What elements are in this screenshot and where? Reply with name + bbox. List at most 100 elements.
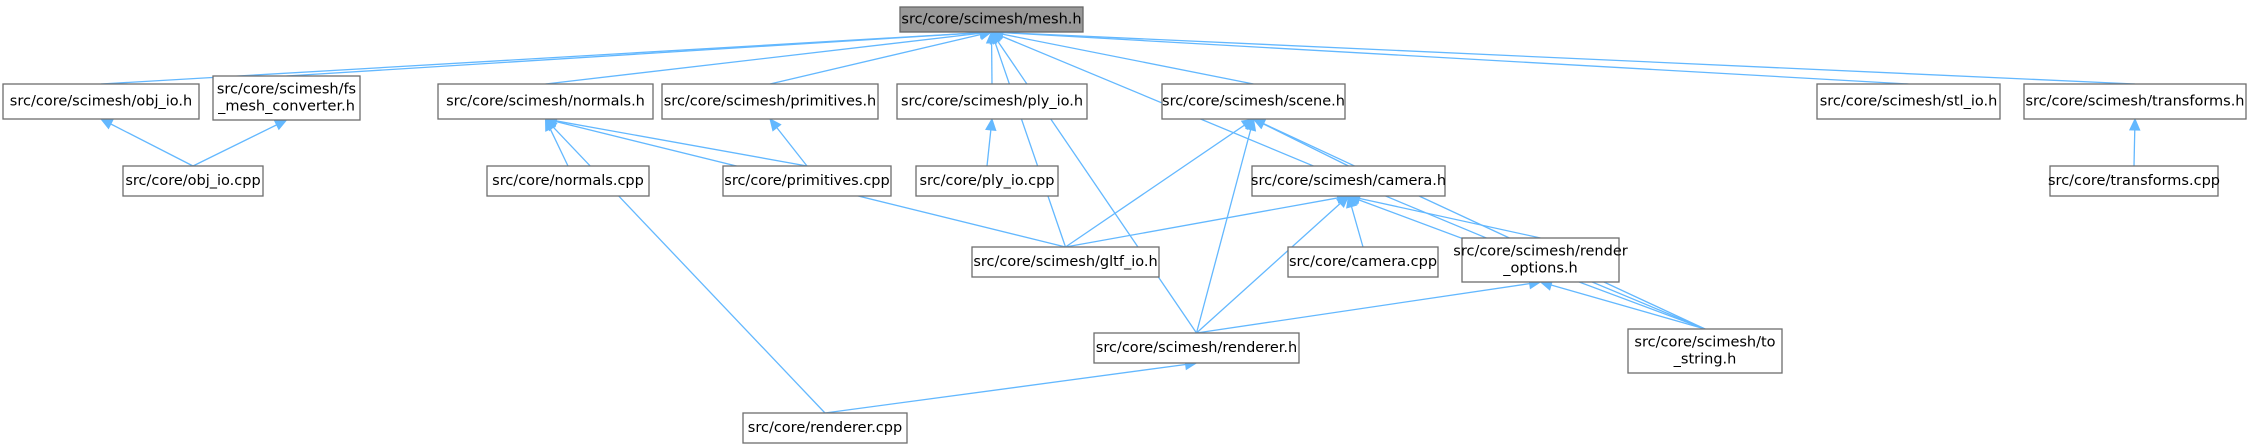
node-box bbox=[1251, 165, 1446, 197]
node-label-line: src/core/scimesh/transforms.h bbox=[2025, 94, 2244, 110]
node-label-line: src/core/ply_io.cpp bbox=[919, 173, 1054, 189]
node-transforms-cpp[interactable]: src/core/transforms.cpp bbox=[2048, 165, 2220, 197]
edge-normals_h-to-mesh_h bbox=[545, 32, 981, 85]
node-obj-io-h[interactable]: src/core/scimesh/obj_io.h bbox=[2, 83, 200, 120]
edge-obj_io_cpp-to-obj_io_h bbox=[110, 123, 194, 167]
edge-transforms_cpp-to-transforms_h bbox=[2133, 129, 2136, 167]
node-box bbox=[899, 6, 1084, 33]
node-label-line: src/core/obj_io.cpp bbox=[125, 173, 260, 189]
node-gltf-io-h[interactable]: src/core/scimesh/gltf_io.h bbox=[971, 246, 1160, 278]
arrowhead-obj_io_cpp-to-obj_io_h bbox=[99, 118, 114, 130]
node-box bbox=[971, 246, 1160, 278]
node-box bbox=[661, 83, 879, 120]
edge-gltf_io_h-to-mesh_h bbox=[994, 42, 1067, 248]
edge-gltf_io_h-to-camera_h bbox=[1065, 197, 1338, 248]
node-label-line: src/core/scimesh/scene.h bbox=[1162, 94, 1345, 110]
node-box bbox=[722, 165, 892, 197]
node-renderer-cpp[interactable]: src/core/renderer.cpp bbox=[742, 412, 908, 444]
node-obj-io-cpp[interactable]: src/core/obj_io.cpp bbox=[122, 165, 264, 197]
edge-obj_io_cpp-to-fs_mesh_converter_h bbox=[192, 124, 277, 167]
arrowhead-primitives_cpp-to-primitives_h bbox=[769, 118, 782, 132]
edge-primitives_cpp-to-primitives_h bbox=[776, 127, 808, 167]
node-box bbox=[2049, 165, 2219, 197]
node-stl-io-h[interactable]: src/core/scimesh/stl_io.h bbox=[1816, 83, 2001, 120]
node-label-line: src/core/primitives.cpp bbox=[724, 173, 889, 189]
node-primitives-h[interactable]: src/core/scimesh/primitives.h bbox=[661, 83, 879, 120]
node-render-options-h[interactable]: src/core/scimesh/render_options.h bbox=[1453, 237, 1628, 283]
arrowhead-ply_io_cpp-to-ply_io_h bbox=[985, 117, 997, 132]
node-label-line: src/core/camera.cpp bbox=[1289, 254, 1437, 270]
node-box bbox=[896, 83, 1088, 120]
node-ply-io-cpp[interactable]: src/core/ply_io.cpp bbox=[915, 165, 1059, 197]
node-label-line: src/core/scimesh/primitives.h bbox=[664, 94, 877, 110]
node-primitives-cpp[interactable]: src/core/primitives.cpp bbox=[722, 165, 892, 197]
edge-primitives_cpp-to-normals_h bbox=[556, 120, 808, 167]
edge-render_options_h-to-camera_h bbox=[1359, 197, 1541, 239]
node-box bbox=[212, 75, 361, 121]
node-box bbox=[486, 165, 650, 197]
node-box bbox=[1287, 246, 1439, 278]
node-normals-h[interactable]: src/core/scimesh/normals.h bbox=[437, 83, 654, 120]
node-renderer-h[interactable]: src/core/scimesh/renderer.h bbox=[1093, 332, 1300, 364]
edge-renderer_cpp-to-renderer_h bbox=[824, 363, 1186, 414]
node-normals-cpp[interactable]: src/core/normals.cpp bbox=[486, 165, 650, 197]
node-label-line: _options.h bbox=[1502, 261, 1577, 277]
node-label-line: src/core/scimesh/stl_io.h bbox=[1820, 94, 1998, 110]
node-label-line: src/core/scimesh/gltf_io.h bbox=[973, 254, 1157, 270]
node-to-string-h[interactable]: src/core/scimesh/to_string.h bbox=[1627, 328, 1783, 374]
node-label-line: src/core/scimesh/ply_io.h bbox=[901, 94, 1083, 110]
node-fs-mesh-converter-h[interactable]: src/core/scimesh/fs_mesh_converter.h bbox=[212, 75, 361, 121]
arrowhead-renderer_cpp-to-normals_h bbox=[544, 118, 558, 132]
edge-gltf_io_h-to-scene_h bbox=[1065, 124, 1245, 248]
node-label-line: src/core/renderer.cpp bbox=[748, 420, 902, 436]
edge-fs_mesh_converter_h-to-mesh_h bbox=[286, 32, 981, 77]
node-box bbox=[437, 83, 654, 120]
node-box bbox=[122, 165, 264, 197]
edge-renderer_h-to-scene_h bbox=[1195, 129, 1252, 334]
node-box bbox=[2023, 83, 2247, 120]
arrowhead-camera_cpp-to-camera_h bbox=[1346, 194, 1358, 209]
node-camera-cpp[interactable]: src/core/camera.cpp bbox=[1287, 246, 1439, 278]
node-box bbox=[2, 83, 200, 120]
node-scene-h[interactable]: src/core/scimesh/scene.h bbox=[1161, 83, 1346, 120]
nodes-layer: src/core/scimesh/mesh.h src/core/scimesh/… bbox=[2, 6, 2247, 444]
edge-to_string_h-to-render_options_h bbox=[1550, 284, 1706, 330]
node-label-line: src/core/scimesh/obj_io.h bbox=[10, 94, 192, 110]
node-box bbox=[1093, 332, 1300, 364]
node-transforms-h[interactable]: src/core/scimesh/transforms.h bbox=[2023, 83, 2247, 120]
edge-renderer_h-to-camera_h bbox=[1196, 202, 1341, 334]
edge-stl_io_h-to-mesh_h bbox=[1002, 31, 1909, 85]
node-box bbox=[1461, 237, 1620, 283]
edge-transforms_h-to-mesh_h bbox=[1002, 31, 2136, 85]
node-mesh-h[interactable]: src/core/scimesh/mesh.h bbox=[899, 6, 1084, 33]
node-label-line: src/core/scimesh/camera.h bbox=[1251, 173, 1446, 189]
node-box bbox=[1627, 328, 1783, 374]
node-box bbox=[915, 165, 1059, 197]
node-label-line: _mesh_converter.h bbox=[217, 99, 355, 115]
edge-camera_cpp-to-camera_h bbox=[1350, 206, 1364, 248]
node-box bbox=[1161, 83, 1346, 120]
edge-normals_cpp-to-normals_h bbox=[549, 128, 569, 167]
node-label-line: src/core/scimesh/to bbox=[1634, 335, 1775, 351]
node-camera-h[interactable]: src/core/scimesh/camera.h bbox=[1251, 165, 1446, 197]
node-label-line: src/core/normals.cpp bbox=[492, 173, 644, 189]
edge-ply_io_cpp-to-ply_io_h bbox=[986, 129, 992, 167]
edge-renderer_h-to-render_options_h bbox=[1196, 282, 1530, 334]
node-ply-io-h[interactable]: src/core/scimesh/ply_io.h bbox=[896, 83, 1088, 120]
arrowhead-obj_io_cpp-to-fs_mesh_converter_h bbox=[273, 119, 288, 131]
node-label-line: src/core/scimesh/fs bbox=[217, 82, 356, 98]
edge-primitives_h-to-mesh_h bbox=[769, 33, 981, 85]
arrowhead-renderer_h-to-camera_h bbox=[1336, 195, 1350, 208]
arrowhead-renderer_h-to-scene_h bbox=[1244, 117, 1257, 132]
node-label-line: src/core/scimesh/renderer.h bbox=[1096, 340, 1297, 356]
node-label-line: src/core/scimesh/render bbox=[1453, 244, 1627, 260]
arrowhead-transforms_cpp-to-transforms_h bbox=[2128, 117, 2141, 131]
edge-scene_h-to-mesh_h bbox=[1002, 33, 1254, 85]
node-label-line: _string.h bbox=[1673, 352, 1737, 368]
node-box bbox=[1816, 83, 2001, 120]
node-box bbox=[742, 412, 908, 444]
node-label-line: src/core/scimesh/mesh.h bbox=[901, 12, 1081, 28]
node-label-line: src/core/scimesh/normals.h bbox=[446, 94, 645, 110]
node-label-line: src/core/transforms.cpp bbox=[2048, 173, 2220, 189]
